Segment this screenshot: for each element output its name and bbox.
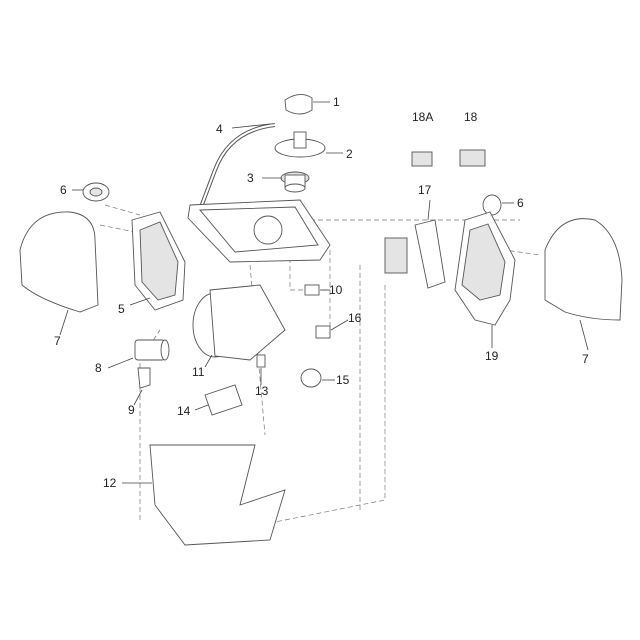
part-5-left-housing — [129, 211, 186, 311]
part-7-right-cover — [544, 218, 623, 351]
part-13-terminal — [256, 354, 266, 385]
callout-14: 14 — [177, 404, 191, 418]
callout-16: 16 — [348, 311, 362, 325]
part-10-limit-switch — [304, 284, 330, 296]
part-6-right-bulb-socket — [482, 194, 514, 216]
callout-18a: 18A — [412, 110, 434, 124]
part-15-lens — [300, 368, 335, 388]
part-16-switch — [315, 319, 349, 339]
callout-6-right: 6 — [517, 196, 524, 210]
part-12-cover-panel — [122, 444, 286, 546]
part-6-left-bulb-socket — [72, 182, 110, 202]
part-1-clip — [284, 94, 330, 115]
part-4-cable — [196, 123, 276, 216]
callout-7-right: 7 — [582, 352, 589, 366]
part-7-left-cover — [19, 211, 99, 336]
part-3-gear — [262, 171, 310, 193]
part-18-brush — [459, 149, 486, 167]
callout-4: 4 — [216, 122, 223, 136]
callout-3: 3 — [247, 171, 254, 185]
callout-1: 1 — [333, 95, 340, 109]
part-19-right-housing — [454, 211, 516, 348]
callout-13: 13 — [255, 384, 269, 398]
callout-19: 19 — [485, 349, 499, 363]
callout-9: 9 — [128, 403, 135, 417]
part-9-bracket — [133, 367, 151, 406]
callout-15: 15 — [336, 373, 350, 387]
part-11-motor — [192, 284, 286, 368]
callout-7-left: 7 — [54, 334, 61, 348]
callout-8: 8 — [95, 361, 102, 375]
callout-12: 12 — [103, 476, 117, 490]
callout-6-left: 6 — [60, 183, 67, 197]
part-2-sprocket — [274, 131, 343, 158]
callout-11: 11 — [192, 365, 205, 379]
part-14-board — [194, 384, 243, 416]
chassis-plate — [187, 199, 331, 263]
part-17-logic-board — [384, 199, 446, 289]
callout-18: 18 — [464, 110, 478, 124]
part-8-capacitor — [107, 339, 170, 369]
callout-17: 17 — [418, 183, 432, 197]
callout-2: 2 — [346, 147, 353, 161]
callout-5: 5 — [118, 302, 125, 316]
part-18a-brush — [411, 151, 433, 167]
callout-10: 10 — [329, 283, 343, 297]
